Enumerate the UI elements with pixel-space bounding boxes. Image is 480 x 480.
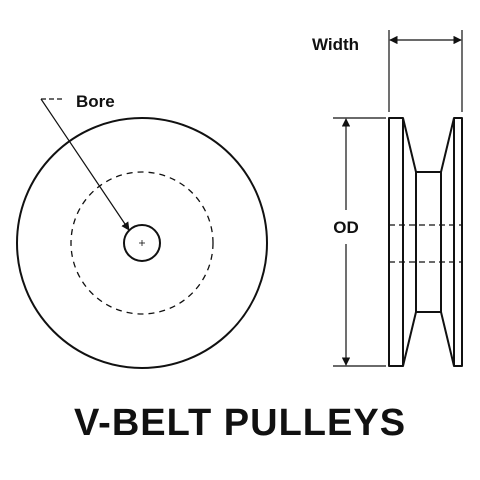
od-dimension (333, 117, 386, 367)
pitch-lines (389, 224, 462, 263)
bore-label: Bore (76, 92, 115, 111)
bore-circle (123, 224, 161, 262)
pulley-front-view (16, 117, 268, 369)
width-dimension (388, 30, 463, 112)
diagram-title: V-BELT PULLEYS (73, 402, 407, 444)
pitch-diameter-circle (70, 171, 214, 315)
bore-leader-arrow (40, 98, 130, 231)
width-label: Width (312, 35, 359, 54)
outer-diameter-circle (16, 117, 268, 369)
pulley-side-view (388, 117, 463, 367)
pulley-profile (388, 117, 463, 367)
bore-leader (40, 98, 130, 231)
od-label: OD (333, 218, 359, 237)
